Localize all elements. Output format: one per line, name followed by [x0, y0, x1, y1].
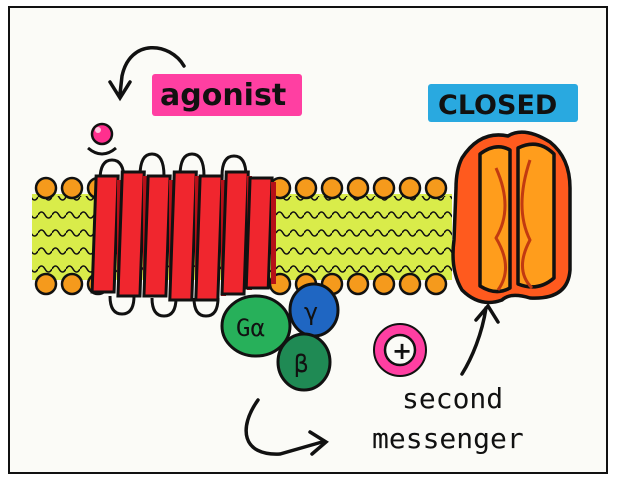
gpcr-helix [92, 176, 118, 292]
gpcr-helix-shade [271, 182, 276, 284]
gpcr-receptor [92, 172, 276, 300]
lipid-head [374, 178, 394, 198]
agonist-text: agonist [160, 78, 286, 113]
gpcr-helix [246, 178, 272, 288]
illustration-frame: agonist CLOSED Gα γ β + [8, 6, 608, 474]
up-arrow-icon [462, 306, 498, 374]
gpcr-helix [196, 176, 222, 300]
gpcr-helix [118, 172, 144, 296]
lipid-head [322, 178, 342, 198]
agonist-label: agonist [152, 74, 302, 116]
lipid-head [400, 274, 420, 294]
second-messenger-line2: messenger [372, 422, 524, 455]
lipid-head [348, 178, 368, 198]
lipid-head [426, 274, 446, 294]
lipid-head [36, 178, 56, 198]
curved-arrow-icon [246, 400, 326, 454]
membrane-diagram: agonist CLOSED Gα γ β + [10, 8, 606, 472]
second-messenger-icon: + [374, 324, 426, 376]
plus-sign: + [392, 337, 412, 365]
lipid-head [374, 274, 394, 294]
ion-channel-closed [453, 132, 570, 302]
closed-label: CLOSED [428, 84, 578, 122]
g-beta-label: β [294, 350, 308, 378]
lipid-head [348, 274, 368, 294]
lipid-head [62, 178, 82, 198]
lipid-head [62, 274, 82, 294]
lipid-head [296, 178, 316, 198]
gpcr-helix [170, 172, 196, 300]
g-gamma-label: γ [304, 298, 318, 326]
gpcr-helix [222, 172, 248, 294]
lipid-head [400, 178, 420, 198]
lipid-head [36, 274, 56, 294]
g-protein: Gα γ β [222, 284, 338, 390]
g-alpha-label: Gα [236, 314, 265, 342]
gpcr-helix [144, 176, 170, 296]
second-messenger-line1: second [402, 382, 503, 415]
closed-text: CLOSED [438, 90, 557, 121]
ligand-dot-icon [88, 124, 116, 154]
lipid-head [426, 178, 446, 198]
